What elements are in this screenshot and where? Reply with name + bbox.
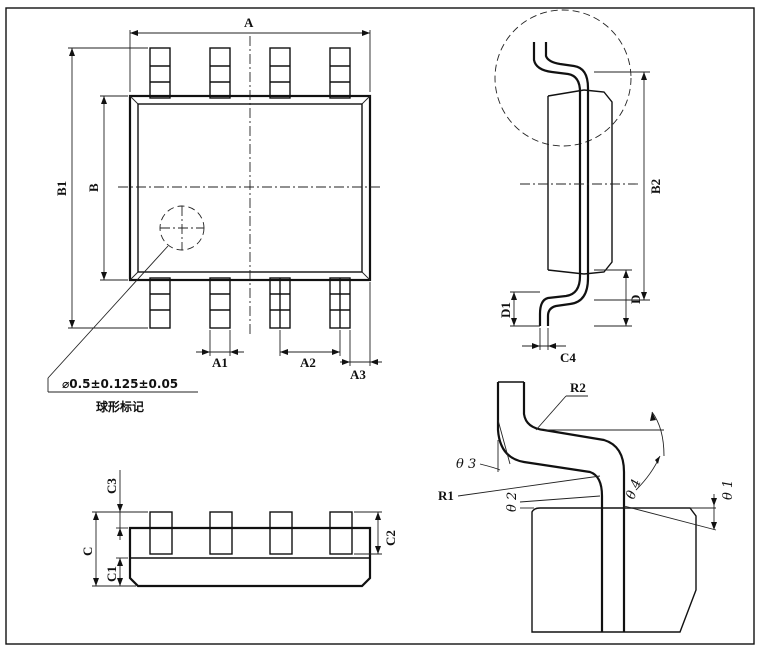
- dim-label-A: A: [244, 15, 254, 30]
- dim-label-D1: D1: [498, 302, 513, 318]
- pin1-mark-dimension: ⌀0.5±0.125±0.05: [62, 377, 178, 391]
- side-view: B2 D D1 C4: [494, 9, 663, 365]
- radius-label-R1: R1: [438, 488, 454, 503]
- dim-label-C2: C2: [383, 530, 398, 546]
- detail-body: [531, 507, 697, 633]
- detail-circle: [494, 9, 632, 147]
- sheet-border: [5, 7, 755, 645]
- R2-leader: [535, 395, 567, 431]
- angle-label-theta2: θ 2: [505, 492, 520, 512]
- dim-label-C: C: [80, 547, 95, 556]
- side-lead-inner: [544, 42, 590, 326]
- dim-label-C3: C3: [104, 478, 119, 494]
- R1-leader: [457, 475, 601, 497]
- detail-lead-inner: [522, 382, 626, 632]
- dim-label-B: B: [86, 183, 101, 192]
- dim-label-A2: A2: [300, 355, 316, 370]
- side-body-outline: [583, 89, 613, 275]
- top-view: A B1 B A1 A2 A3: [47, 15, 382, 414]
- angle-label-theta3: θ 3: [456, 457, 476, 472]
- dim-label-D: D: [628, 295, 643, 304]
- dim-label-A1: A1: [212, 355, 228, 370]
- bottom-leads: [149, 277, 351, 329]
- detail-lead-outer: [496, 382, 604, 632]
- front-leads: [149, 511, 353, 555]
- front-view: C3 C C1 C2: [80, 470, 398, 588]
- dim-label-B1: B1: [54, 181, 69, 196]
- dim-label-B2: B2: [648, 179, 663, 194]
- dim-label-C1: C1: [104, 566, 119, 582]
- angle-label-theta4: θ 4: [624, 477, 645, 501]
- pin1-mark-caption: 球形标记: [96, 399, 144, 414]
- front-body-outline: [128, 526, 372, 588]
- dim-label-A3: A3: [350, 367, 366, 382]
- detail-view: R2 R1 θ 3 θ 2 θ 4 θ 1: [438, 380, 736, 633]
- pin1-leader: [47, 245, 169, 379]
- angle-label-theta1: θ 1: [721, 480, 736, 500]
- radius-label-R2: R2: [570, 380, 586, 395]
- dim-label-C4: C4: [560, 350, 576, 365]
- top-leads: [149, 47, 351, 99]
